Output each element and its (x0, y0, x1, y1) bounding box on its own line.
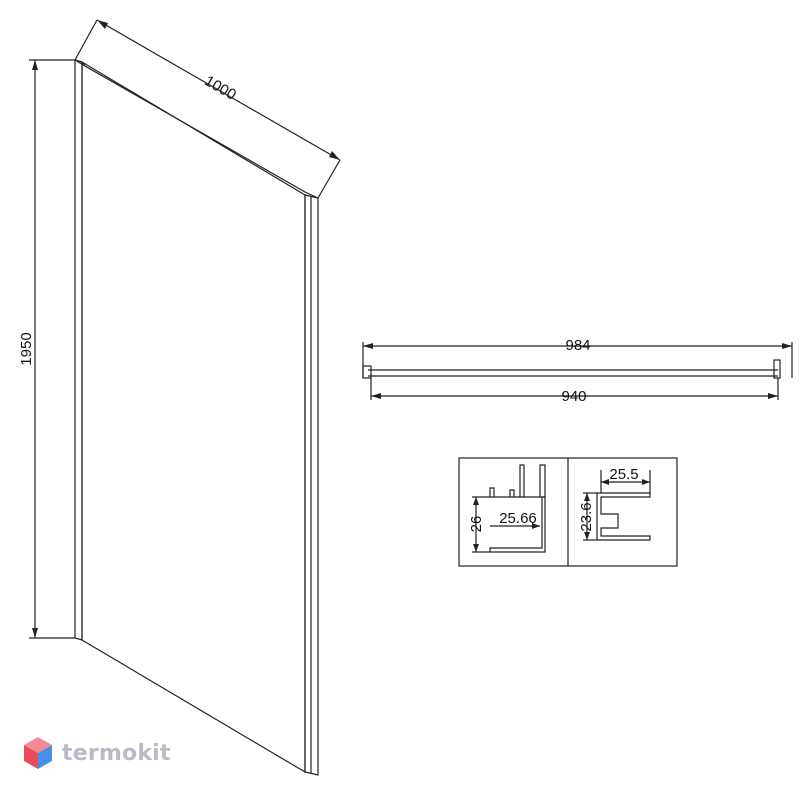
label-panel-height: 1950 (18, 332, 35, 365)
label-profile-a-width: 25.66 (499, 510, 537, 527)
dimension-height (29, 59, 75, 639)
top-view (362, 342, 793, 400)
brand-name: termokit (62, 740, 171, 766)
label-top-overall: 984 (565, 337, 590, 354)
label-profile-a-height: 26 (468, 516, 485, 533)
hexagon-cube-icon (24, 737, 52, 769)
dimension-width (74, 19, 341, 199)
label-profile-b-width: 25.5 (609, 466, 638, 483)
label-profile-b-height: 23.6 (578, 502, 595, 531)
panel-right-profile (304, 194, 319, 776)
panel-glass-face (81, 60, 306, 774)
panel-left-profile (74, 59, 83, 641)
label-top-glass: 940 (561, 388, 586, 405)
profile-sections (458, 457, 678, 567)
brand-logo: termokit (22, 735, 171, 771)
profile-a (472, 464, 546, 553)
glass-panel (74, 59, 319, 776)
